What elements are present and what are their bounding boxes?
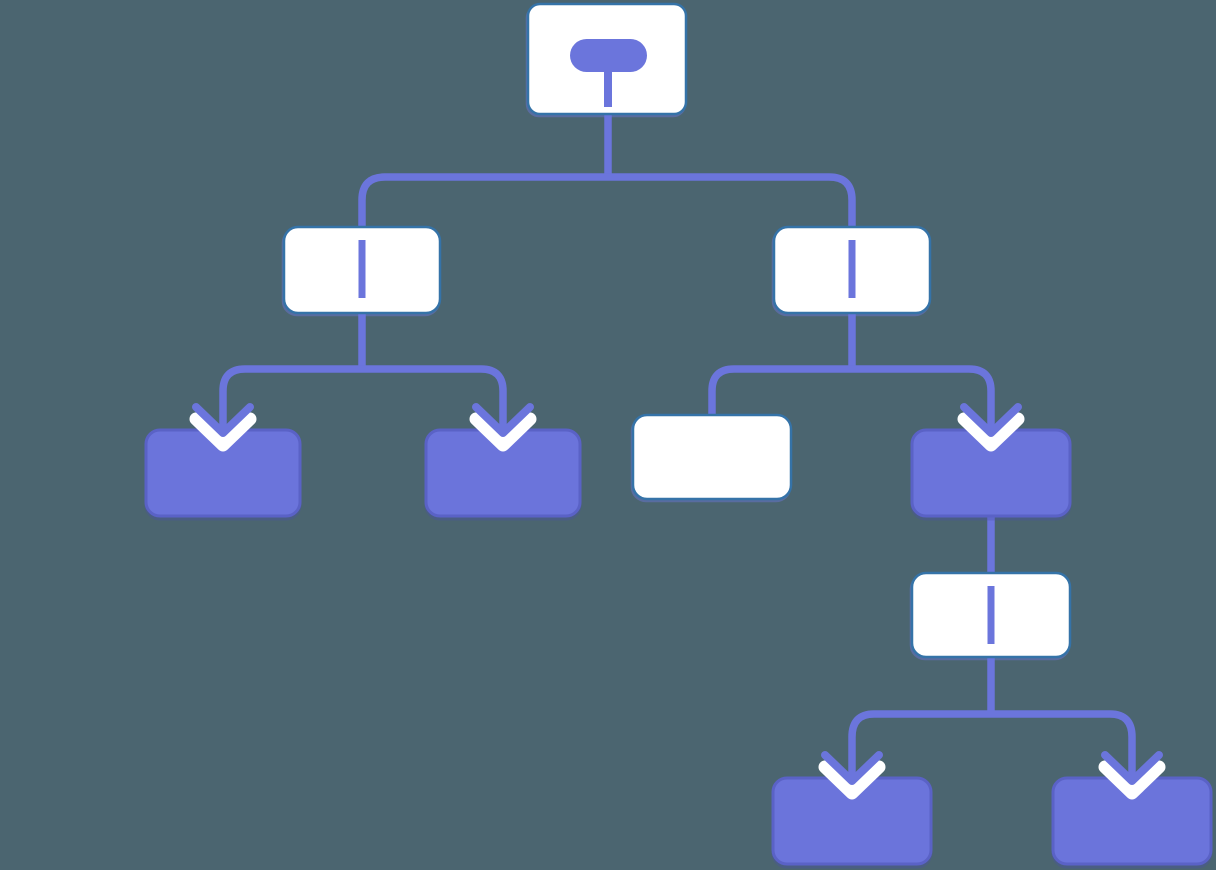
edge-branch-right-to-children [708,365,995,433]
node-branch-right[interactable] [772,225,932,315]
edges-layer [219,108,1136,781]
chevron-down-casing-icon [818,760,886,800]
node-child-plain[interactable] [631,413,793,501]
arrowhead-leaf-bottom-2 [1098,751,1166,800]
chevron-down-icon [192,403,254,437]
edge-branch-lower-to-leaves [848,710,1136,781]
chevron-down-casing-icon [469,412,537,452]
branch-right-bar-icon [848,240,856,298]
root-pill-icon [570,39,647,72]
root-pill-stem [604,64,612,107]
chevron-down-icon [821,751,883,785]
chevron-down-casing-icon [1098,760,1166,800]
node-branch-lower[interactable] [910,571,1072,659]
edge-branch-left-to-leaves [219,365,507,433]
arrowhead-leaf-bottom-1 [818,751,886,800]
edge-root-to-branches [358,173,856,227]
chevron-down-icon [1101,751,1163,785]
chevron-down-icon [960,403,1022,437]
chevron-down-casing-icon [957,412,1025,452]
arrowheads-layer [189,403,1166,800]
node-root[interactable] [526,2,688,116]
chevron-down-icon [472,403,534,437]
arrowhead-child-collapsed [957,403,1025,452]
branch-left-bar-icon [358,240,366,298]
chevron-down-casing-icon [189,412,257,452]
branch-lower-bar-icon [987,586,995,644]
node-branch-left[interactable] [282,225,442,315]
nodes-layer [144,2,1213,866]
arrowhead-leaf-left-1 [189,403,257,452]
arrowhead-leaf-left-2 [469,403,537,452]
